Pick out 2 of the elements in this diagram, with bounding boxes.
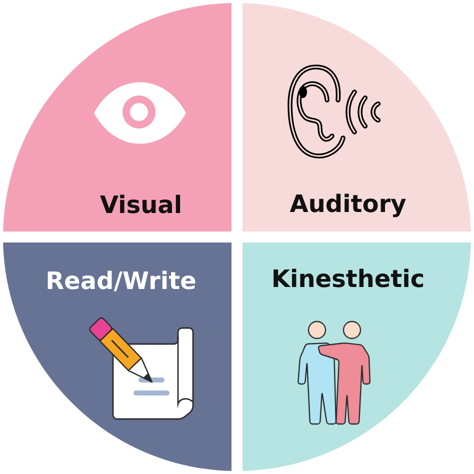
quadrant-sector: Auditory	[242, 3, 471, 232]
quadrant-sector: Visual	[3, 3, 232, 232]
